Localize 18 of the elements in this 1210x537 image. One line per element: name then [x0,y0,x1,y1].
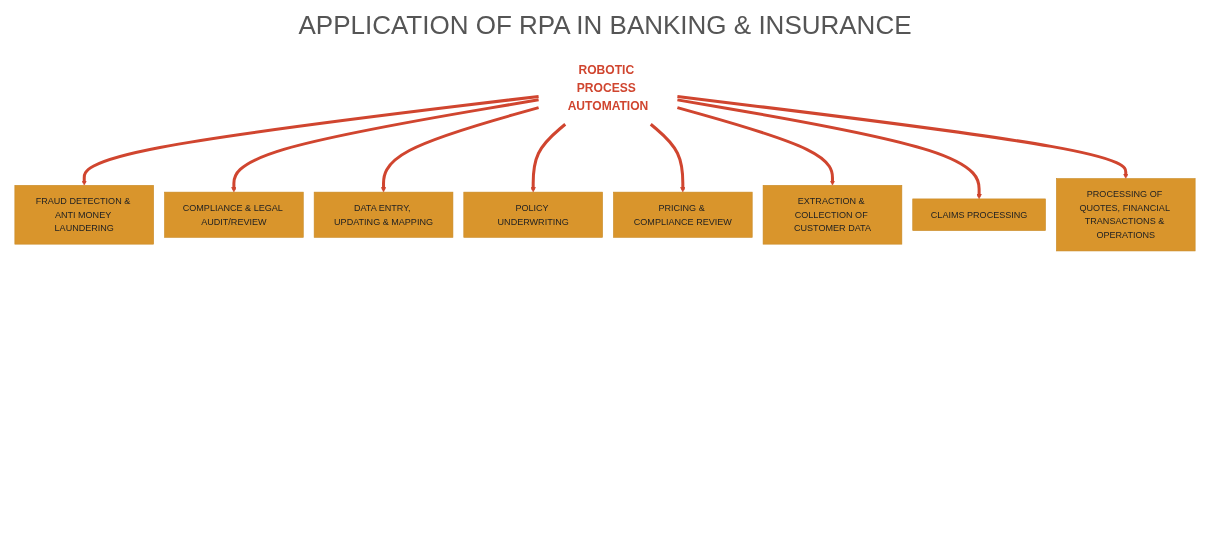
node-box: FRAUD DETECTION & ANTI MONEY LAUNDERING [14,185,154,245]
arrow [649,123,686,193]
arrow [380,106,540,193]
node-box: DATA ENTRY, UPDATING & MAPPING [313,191,454,238]
node-box: PRICING & COMPLIANCE REVIEW [613,191,753,238]
arrow [677,98,982,200]
node-box: COMPLIANCE & LEGAL AUDIT/REVIEW [164,191,304,238]
diagram-title: APPLICATION OF RPA IN BANKING & INSURANCE [297,9,913,42]
arrow [231,98,539,193]
node-box: CLAIMS PROCESSING [912,198,1046,231]
arrow [530,123,567,193]
node-text: ROBOTIC PROCESS AUTOMATION [567,63,649,113]
arrow [677,106,836,186]
arrow [81,94,539,186]
arrow [677,95,1129,179]
node-box: POLICY UNDERWRITING [463,191,603,238]
node-box: PROCESSING OF QUOTES, FINANCIAL TRANSACTIONS & OPERATIONS [1056,178,1196,252]
node-box: EXTRACTION & COLLECTION OF CUSTOMER DATA [762,185,903,245]
